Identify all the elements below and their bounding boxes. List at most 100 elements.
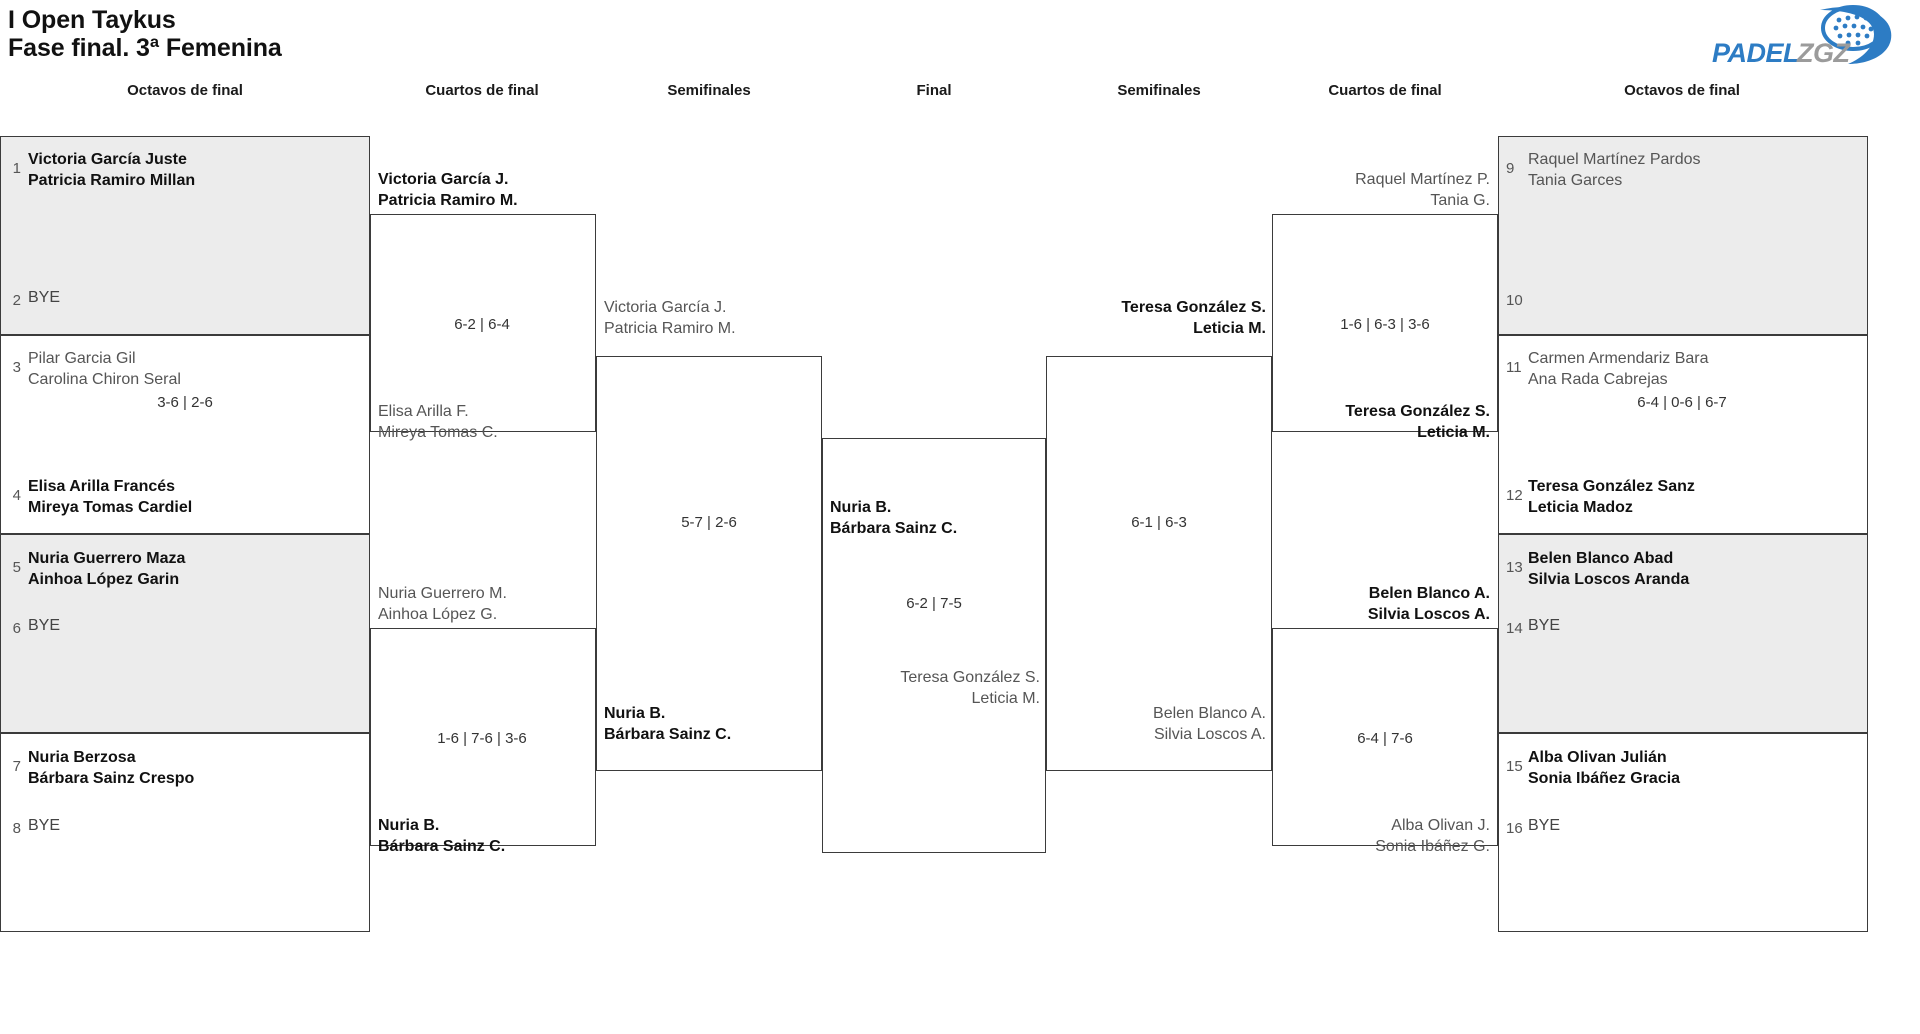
page-header: I Open Taykus Fase final. 3ª Femenina PA…: [0, 0, 1920, 82]
final-bracket-right: [934, 438, 1046, 853]
seed-slot-7[interactable]: 7 Nuria Berzosa Bárbara Sainz Crespo: [6, 748, 366, 790]
seed-slot-1[interactable]: 1 Victoria García Juste Patricia Ramiro …: [6, 150, 366, 192]
left-qf-entry-2[interactable]: Elisa Arilla F. Mireya Tomas C.: [378, 403, 498, 441]
final-bracket-left: [822, 438, 934, 853]
left-r16-match-4[interactable]: [0, 733, 370, 932]
player-names: Alba Olivan Julián Sonia Ibáñez Gracia: [1528, 749, 1681, 787]
seed-slot-9[interactable]: 9 Raquel Martínez Pardos Tania Garces: [1502, 150, 1862, 192]
page-title: I Open Taykus Fase final. 3ª Femenina: [8, 6, 282, 63]
seed-number: 13: [1506, 559, 1523, 576]
player-names: Nuria Berzosa Bárbara Sainz Crespo: [28, 749, 195, 787]
left-sf-score: 5-7 | 2-6: [681, 514, 737, 531]
right-r16-match-2[interactable]: [1498, 335, 1868, 534]
right-r16-score-2: 6-4 | 0-6 | 6-7: [1637, 394, 1727, 411]
right-qf-entry-1[interactable]: Raquel Martínez P. Tania G.: [1355, 171, 1490, 209]
seed-number: 8: [12, 820, 21, 837]
left-sf-entry-1[interactable]: Victoria García J. Patricia Ramiro M.: [604, 299, 736, 337]
seed-number: 11: [1506, 359, 1522, 376]
seed-number: 3: [12, 359, 21, 376]
padelzgz-logo: PADEL ZGZ: [1702, 2, 1902, 72]
bye-label: BYE: [28, 617, 61, 634]
left-qf-score-2: 1-6 | 7-6 | 3-6: [437, 730, 527, 747]
right-qf-score-1: 1-6 | 6-3 | 3-6: [1340, 316, 1430, 333]
seed-number: 12: [1506, 487, 1523, 504]
svg-text:PADEL: PADEL: [1712, 38, 1799, 68]
final-entry-runnerup[interactable]: Teresa González S. Leticia M.: [900, 669, 1040, 707]
right-qf-score-2: 6-4 | 7-6: [1357, 730, 1413, 747]
seed-slot-10[interactable]: 10: [1502, 282, 1862, 311]
right-sf-score: 6-1 | 6-3: [1131, 514, 1187, 531]
seed-slot-2[interactable]: 2 BYE: [6, 282, 366, 311]
round-label-right-sf: Semifinales: [1117, 82, 1201, 99]
player-names: Nuria Guerrero Maza Ainhoa López Garin: [28, 550, 186, 588]
round-label-right-r16: Octavos de final: [1624, 82, 1740, 99]
player-names: Belen Blanco Abad Silvia Loscos Aranda: [1528, 550, 1690, 588]
round-labels: Octavos de final Cuartos de final Semifi…: [0, 82, 1920, 108]
seed-slot-8[interactable]: 8 BYE: [6, 810, 366, 839]
seed-slot-5[interactable]: 5 Nuria Guerrero Maza Ainhoa López Garin: [6, 549, 366, 591]
player-names: Elisa Arilla Francés Mireya Tomas Cardie…: [28, 478, 193, 516]
right-qf-entry-4[interactable]: Alba Olivan J. Sonia Ibáñez G.: [1375, 817, 1490, 855]
round-label-final: Final: [916, 82, 952, 99]
left-qf-entry-4[interactable]: Nuria B. Bárbara Sainz C.: [378, 817, 506, 855]
right-qf-entry-2[interactable]: Teresa González S. Leticia M.: [1345, 403, 1490, 441]
round-label-left-r16: Octavos de final: [127, 82, 243, 99]
right-qf-entry-3[interactable]: Belen Blanco A. Silvia Loscos A.: [1367, 585, 1490, 623]
left-r16-match-1[interactable]: [0, 136, 370, 335]
seed-number: 14: [1506, 620, 1523, 637]
seed-slot-13[interactable]: 13 Belen Blanco Abad Silvia Loscos Arand…: [1502, 549, 1862, 591]
round-label-left-sf: Semifinales: [667, 82, 751, 99]
seed-number: 10: [1506, 292, 1523, 309]
right-r16-match-3[interactable]: [1498, 534, 1868, 733]
left-qf-score-1: 6-2 | 6-4: [454, 316, 510, 333]
seed-number: 7: [12, 758, 21, 775]
final-score: 6-2 | 7-5: [906, 595, 962, 612]
right-sf-entry-1[interactable]: Teresa González S. Leticia M.: [1121, 299, 1266, 337]
left-qf-bracket-1: [370, 214, 596, 432]
left-r16-match-2[interactable]: [0, 335, 370, 534]
right-r16-match-1[interactable]: [1498, 136, 1868, 335]
seed-number: 5: [12, 559, 21, 576]
seed-slot-3[interactable]: 3 Pilar Garcia Gil Carolina Chiron Seral: [6, 349, 366, 391]
svg-text:ZGZ: ZGZ: [1796, 38, 1851, 68]
right-qf-bracket-1: [1272, 214, 1498, 432]
player-names: Pilar Garcia Gil Carolina Chiron Seral: [28, 350, 181, 388]
left-r16-score-2: 3-6 | 2-6: [157, 394, 213, 411]
seed-slot-4[interactable]: 4 Elisa Arilla Francés Mireya Tomas Card…: [6, 477, 366, 519]
left-sf-entry-2[interactable]: Nuria B. Bárbara Sainz C.: [604, 705, 732, 743]
seed-number: 16: [1506, 820, 1523, 837]
player-names: Victoria García Juste Patricia Ramiro Mi…: [28, 151, 196, 189]
seed-number: 9: [1506, 160, 1515, 177]
bye-label: BYE: [28, 817, 61, 834]
seed-slot-14[interactable]: 14 BYE: [1502, 610, 1862, 639]
round-label-left-qf: Cuartos de final: [425, 82, 539, 99]
left-qf-entry-3[interactable]: Nuria Guerrero M. Ainhoa López G.: [378, 585, 507, 623]
seed-slot-16[interactable]: 16 BYE: [1502, 810, 1862, 839]
player-names: Teresa González Sanz Leticia Madoz: [1528, 478, 1695, 516]
seed-slot-15[interactable]: 15 Alba Olivan Julián Sonia Ibáñez Graci…: [1502, 748, 1862, 790]
left-sf-bracket: [596, 356, 822, 771]
seed-number: 15: [1506, 758, 1523, 775]
seed-number: 1: [12, 160, 21, 177]
left-r16-match-3[interactable]: [0, 534, 370, 733]
seed-number: 2: [12, 292, 21, 309]
left-qf-entry-1[interactable]: Victoria García J. Patricia Ramiro M.: [378, 171, 518, 209]
player-names: Carmen Armendariz Bara Ana Rada Cabrejas: [1528, 350, 1709, 388]
seed-slot-12[interactable]: 12 Teresa González Sanz Leticia Madoz: [1502, 477, 1862, 519]
seed-number: 6: [12, 620, 21, 637]
bye-label: BYE: [1528, 817, 1561, 834]
final-entry-winner[interactable]: Nuria B. Bárbara Sainz C.: [830, 499, 958, 537]
right-sf-bracket: [1046, 356, 1272, 771]
seed-number: 4: [12, 487, 21, 504]
tournament-phase: Fase final. 3ª Femenina: [8, 34, 282, 63]
round-label-right-qf: Cuartos de final: [1328, 82, 1442, 99]
seed-slot-11[interactable]: 11 Carmen Armendariz Bara Ana Rada Cabre…: [1502, 349, 1862, 391]
seed-slot-6[interactable]: 6 BYE: [6, 610, 366, 639]
left-qf-bracket-2: [370, 628, 596, 846]
bye-label: BYE: [1528, 617, 1561, 634]
right-r16-match-4[interactable]: [1498, 733, 1868, 932]
bracket-canvas: 1 Victoria García Juste Patricia Ramiro …: [0, 108, 1920, 1028]
right-qf-bracket-2: [1272, 628, 1498, 846]
right-sf-entry-2[interactable]: Belen Blanco A. Silvia Loscos A.: [1153, 705, 1266, 743]
bye-label: BYE: [28, 289, 61, 306]
